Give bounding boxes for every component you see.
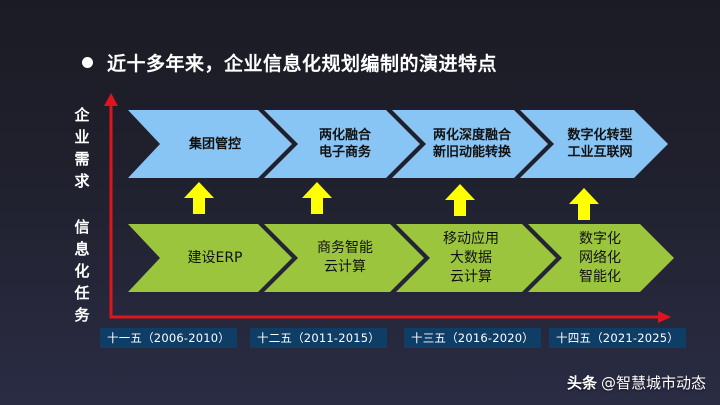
task-label-3-text: 移动应用 大数据 云计算 <box>443 230 499 287</box>
text-line: 云计算 <box>450 268 492 285</box>
text-line: 智能化 <box>579 268 621 285</box>
task-chevron-2 <box>264 224 424 292</box>
watermark-brand: 头条 <box>566 374 597 392</box>
y-axis-arrowhead-icon <box>104 93 118 106</box>
axis-label-char: 需 <box>74 150 90 168</box>
demand-label-1-text: 集团管控 <box>189 136 241 153</box>
axis-label-char: 务 <box>74 306 90 324</box>
text-line: 云计算 <box>324 259 366 275</box>
task-label-2-text: 商务智能 云计算 <box>317 239 373 277</box>
text-line: 两化深度融合 <box>432 128 511 143</box>
y-axis-label-tasks: 信息化任务 <box>72 216 92 326</box>
task-chevrons <box>128 224 674 292</box>
up-arrow-icon-4 <box>569 188 599 220</box>
task-label-3: 移动应用 大数据 云计算 <box>416 224 526 292</box>
watermark-handle: @智慧城市动态 <box>600 374 706 392</box>
text-line: 移动应用 <box>443 230 499 247</box>
demand-chevron-2 <box>264 110 420 178</box>
demand-label-2-text: 两化融合 电子商务 <box>319 127 371 161</box>
axis-label-char: 任 <box>74 284 90 302</box>
demand-label-4-text: 数字化转型 工业互联网 <box>567 127 632 161</box>
text-line: 网络化 <box>579 249 621 266</box>
axis-label-char: 企 <box>74 106 90 124</box>
bullet-icon <box>82 56 93 68</box>
y-axis-label-demand-text: 企业需求 <box>72 104 92 192</box>
demand-label-4: 数字化转型 工业互联网 <box>545 110 655 178</box>
task-label-1: 建设ERP <box>160 224 270 292</box>
text-line: 电子商务 <box>318 145 371 160</box>
text-line: 数字化转型 <box>567 128 633 143</box>
text-line: 集团管控 <box>188 136 241 152</box>
axes <box>104 93 671 323</box>
demand-label-1: 集团管控 <box>160 110 270 178</box>
demand-chevron-3 <box>392 110 548 178</box>
task-label-4-text: 数字化 网络化 智能化 <box>579 230 621 287</box>
text-line: 两化融合 <box>318 128 371 143</box>
demand-label-3-text: 两化深度融合 新旧动能转换 <box>433 127 511 161</box>
text-line: 大数据 <box>450 249 492 266</box>
period-label-1: 十一五（2006-2010） <box>100 328 237 348</box>
text-line: 数字化 <box>579 230 621 247</box>
slide-title-text: 近十多年来，企业信息化规划编制的演进特点 <box>107 52 498 75</box>
slide-title: 近十多年来，企业信息化规划编制的演进特点 <box>82 50 498 75</box>
axis-label-char: 业 <box>74 128 90 146</box>
task-chevron-1 <box>128 224 292 292</box>
axis-label-char: 息 <box>74 240 90 258</box>
period-label-4: 十四五（2021-2025） <box>549 328 686 348</box>
period-label-2: 十二五（2011-2015） <box>250 328 387 348</box>
demand-label-3: 两化深度融合 新旧动能转换 <box>412 110 532 178</box>
text-line: 商务智能 <box>317 240 373 256</box>
task-label-2: 商务智能 云计算 <box>290 224 400 292</box>
axis-label-char: 化 <box>74 262 90 280</box>
text-line: 建设ERP <box>187 249 243 266</box>
axis-label-char: 求 <box>74 172 90 190</box>
up-arrow-icon-3 <box>445 184 475 216</box>
demand-chevrons <box>128 110 668 178</box>
x-axis-arrowhead-icon <box>658 311 671 323</box>
demand-chevron-4 <box>520 110 668 178</box>
axis-label-char: 信 <box>74 218 90 236</box>
yellow-up-arrows <box>184 182 599 220</box>
period-label-3: 十三五（2016-2020） <box>404 328 541 348</box>
demand-chevron-1 <box>128 110 292 178</box>
up-arrow-icon-2 <box>302 182 332 214</box>
demand-label-2: 两化融合 电子商务 <box>290 110 400 178</box>
task-label-4: 数字化 网络化 智能化 <box>545 224 655 292</box>
watermark: 头条@智慧城市动态 <box>567 372 706 393</box>
text-line: 新旧动能转换 <box>432 145 511 160</box>
task-chevron-4 <box>528 224 674 292</box>
y-axis-label-tasks-text: 信息化任务 <box>72 216 92 326</box>
y-axis-label-demand: 企业需求 <box>72 104 92 192</box>
up-arrow-icon-1 <box>184 182 214 214</box>
task-chevron-3 <box>396 224 556 292</box>
task-label-1-text: 建设ERP <box>187 249 242 268</box>
text-line: 工业互联网 <box>567 145 633 160</box>
